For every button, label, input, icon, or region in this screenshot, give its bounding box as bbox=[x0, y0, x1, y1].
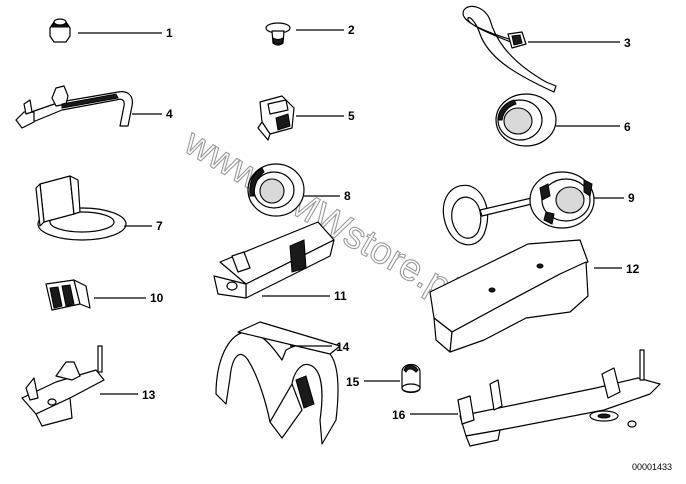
callout-7: 7 bbox=[156, 219, 163, 233]
callout-12: 12 bbox=[626, 262, 640, 276]
callout-6: 6 bbox=[624, 120, 631, 134]
callout-9: 9 bbox=[628, 191, 635, 205]
part-6-grommet bbox=[495, 93, 557, 147]
part-15-cap bbox=[401, 363, 421, 394]
callout-3: 3 bbox=[624, 36, 631, 50]
document-id: 00001433 bbox=[632, 462, 672, 472]
part-7-holder bbox=[35, 175, 127, 241]
part-2-clip bbox=[265, 22, 291, 46]
callout-8: 8 bbox=[344, 189, 351, 203]
callout-2: 2 bbox=[348, 23, 355, 37]
callout-13: 13 bbox=[142, 388, 156, 402]
part-8-ring bbox=[247, 163, 305, 217]
part-13-bracket bbox=[21, 345, 105, 427]
part-9-grommet-cover bbox=[442, 171, 595, 246]
callout-11: 11 bbox=[334, 289, 347, 303]
part-14-holder bbox=[215, 321, 341, 445]
part-3-cable-tie bbox=[462, 5, 557, 93]
callout-5: 5 bbox=[348, 109, 355, 123]
callout-16: 16 bbox=[392, 408, 406, 422]
callout-10: 10 bbox=[150, 291, 164, 305]
callout-1: 1 bbox=[166, 26, 173, 40]
part-12-cover bbox=[429, 239, 589, 353]
part-4-cable-holder bbox=[15, 85, 133, 129]
part-5-clip bbox=[257, 95, 295, 141]
part-10-connector bbox=[45, 279, 91, 311]
part-16-bracket bbox=[457, 349, 661, 447]
callout-4: 4 bbox=[166, 107, 173, 121]
callout-15: 15 bbox=[346, 375, 360, 389]
part-11-bracket bbox=[213, 221, 335, 299]
part-1-nut bbox=[49, 18, 71, 43]
callout-14: 14 bbox=[336, 340, 350, 354]
